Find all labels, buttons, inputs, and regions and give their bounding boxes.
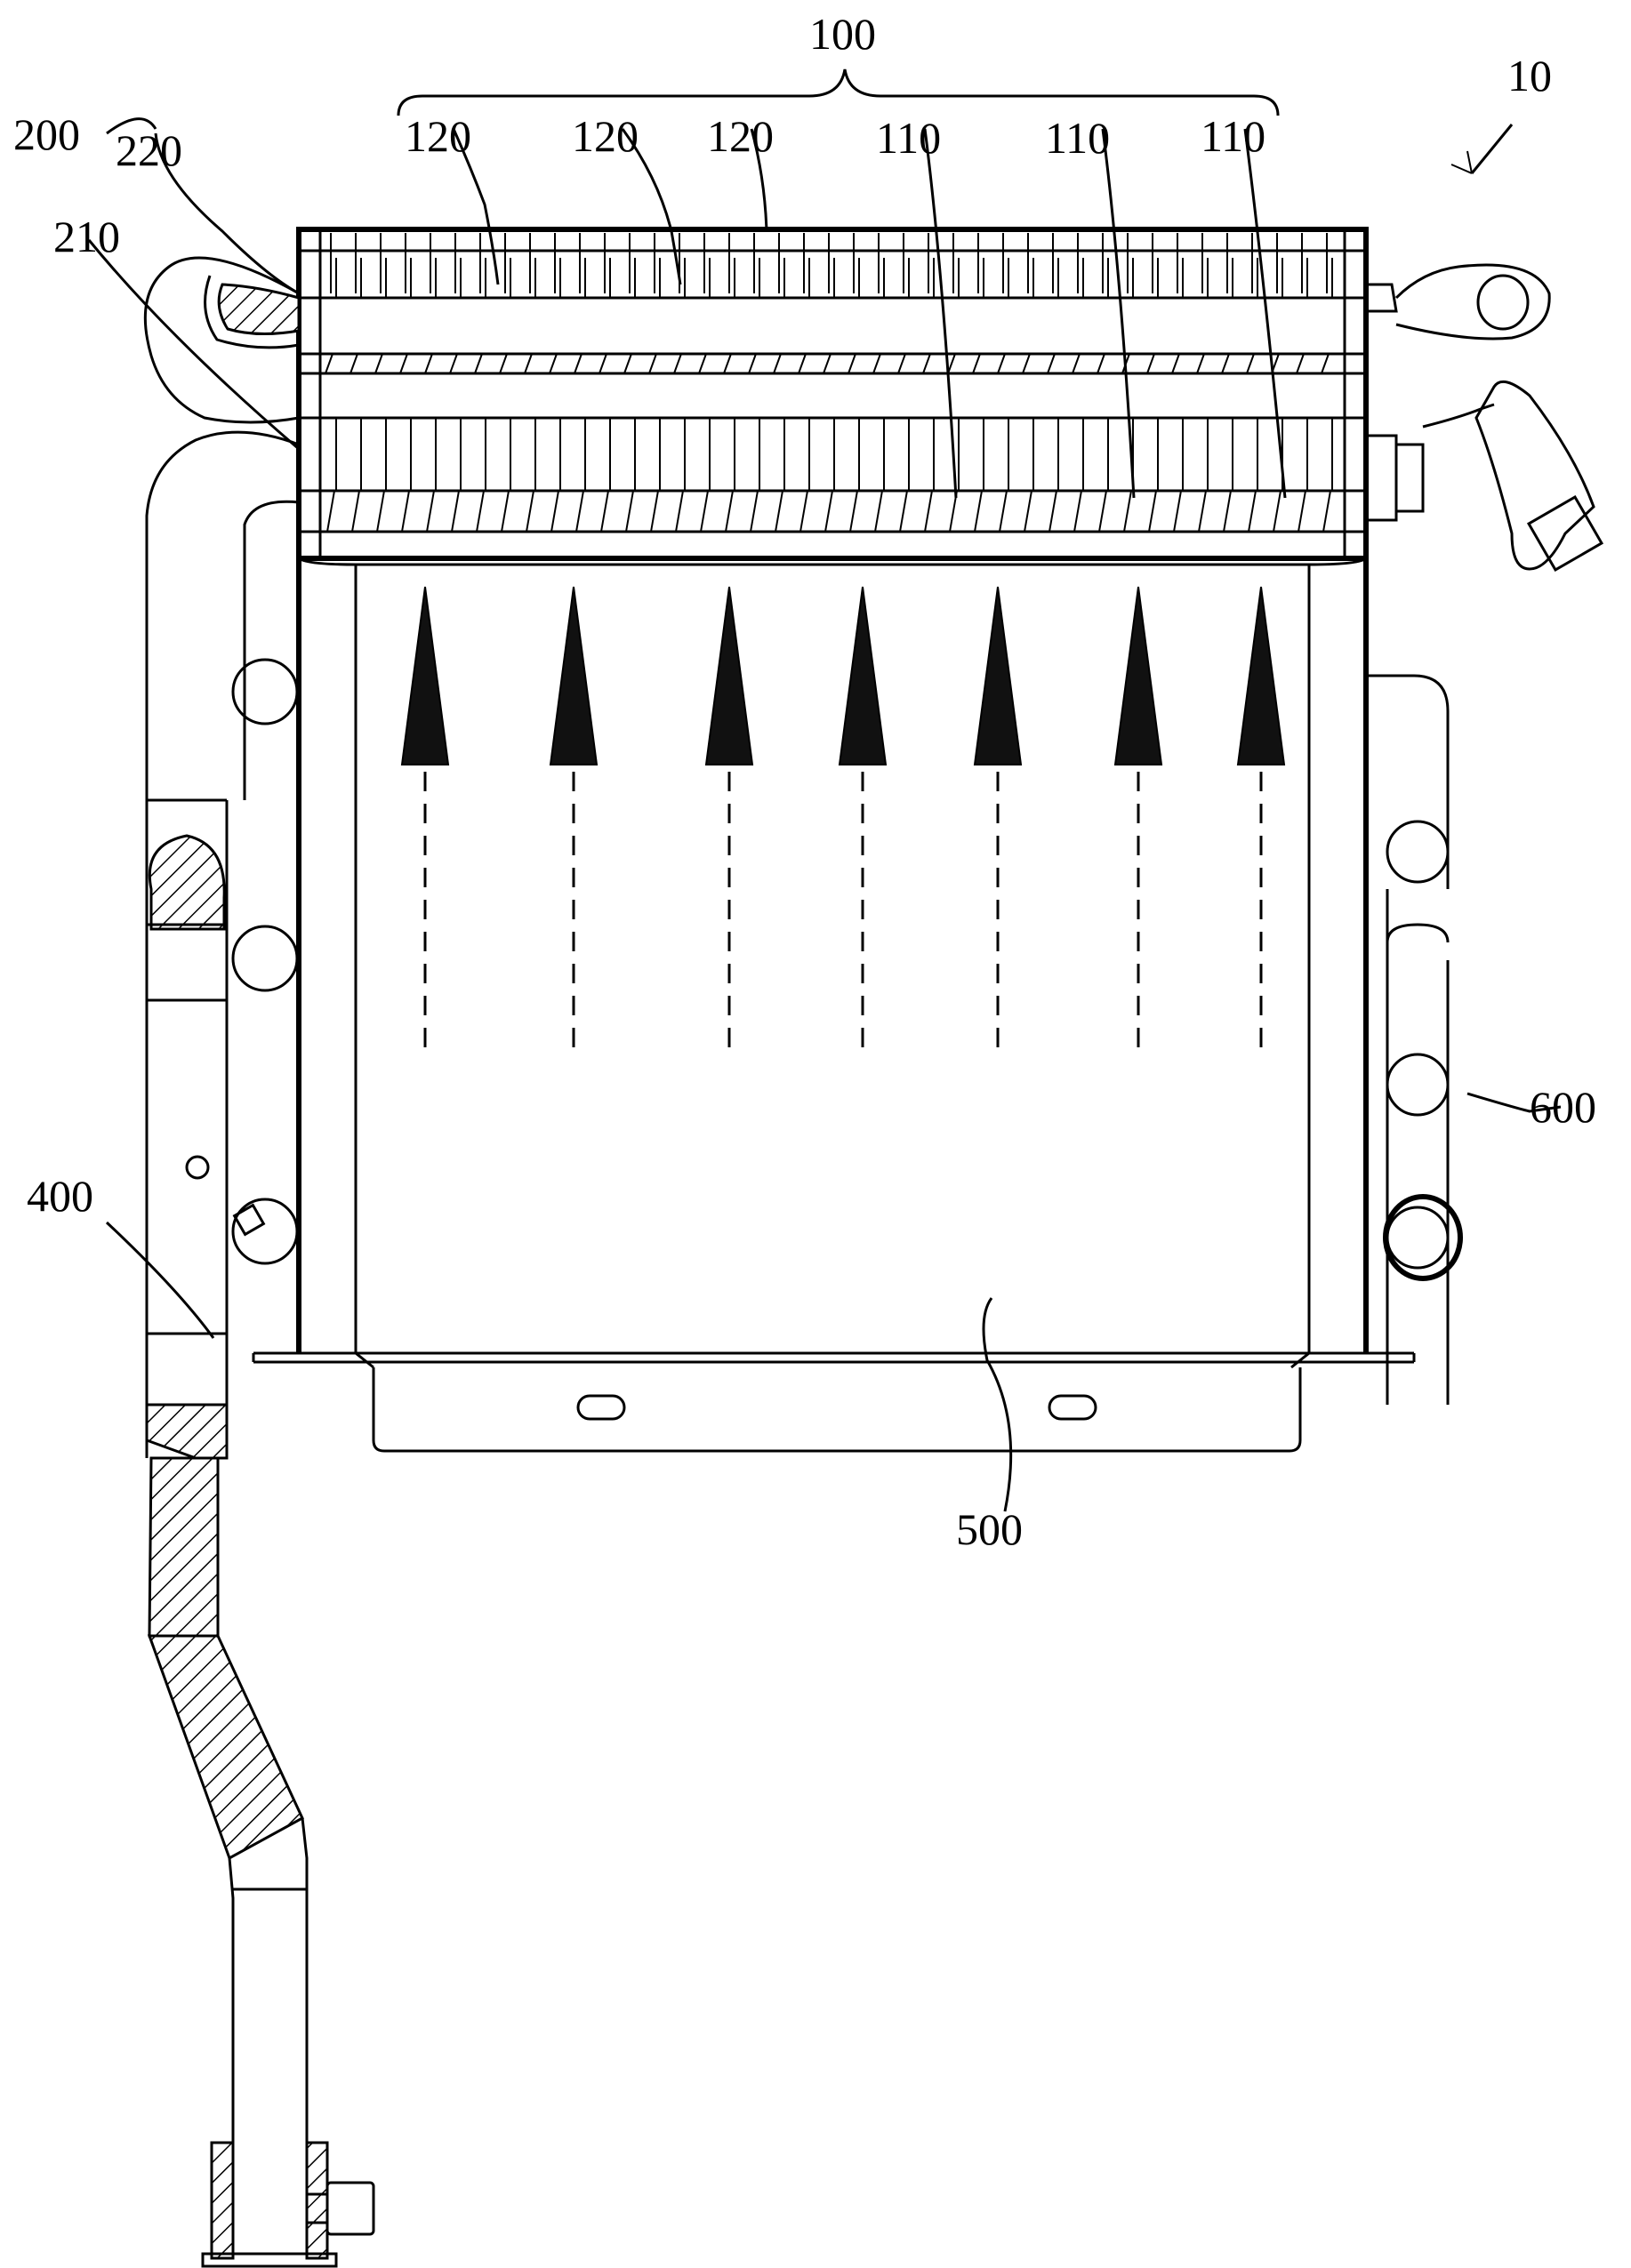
- flow-arrowhead: [1236, 586, 1286, 765]
- label-500: 500: [956, 1504, 1023, 1554]
- label-400: 400: [27, 1171, 93, 1221]
- pipe-400: [145, 798, 375, 2268]
- fin-block: [296, 227, 1369, 561]
- label-110-a: 110: [876, 113, 941, 163]
- label-200: 200: [13, 109, 80, 159]
- label-120-b: 120: [572, 111, 639, 161]
- flow-arrows: [400, 586, 1286, 1058]
- label-210: 210: [53, 212, 120, 261]
- label-10: 10: [1507, 51, 1552, 100]
- flow-arrowhead: [838, 586, 888, 765]
- label-110-c: 110: [1201, 111, 1265, 161]
- flow-arrowhead: [400, 586, 450, 765]
- group-brace-100: [397, 68, 1280, 116]
- label-100: 100: [809, 9, 876, 59]
- label-120-c: 120: [707, 111, 774, 161]
- combustion-chamber: [252, 557, 1416, 1453]
- flow-arrowhead: [973, 586, 1023, 765]
- water-pipe-600: [1366, 263, 1604, 1405]
- label-120-a: 120: [405, 111, 471, 161]
- left-frame: [143, 256, 301, 800]
- leader-lines: [87, 117, 1562, 1512]
- label-110-b: 110: [1045, 113, 1110, 163]
- left-ports: [231, 658, 299, 1265]
- flow-arrowhead: [549, 586, 599, 765]
- label-600: 600: [1530, 1082, 1596, 1132]
- fin-lines: [325, 233, 1333, 533]
- label-220: 220: [116, 125, 182, 175]
- flow-arrowhead: [704, 586, 754, 765]
- flow-arrowhead: [1113, 586, 1163, 765]
